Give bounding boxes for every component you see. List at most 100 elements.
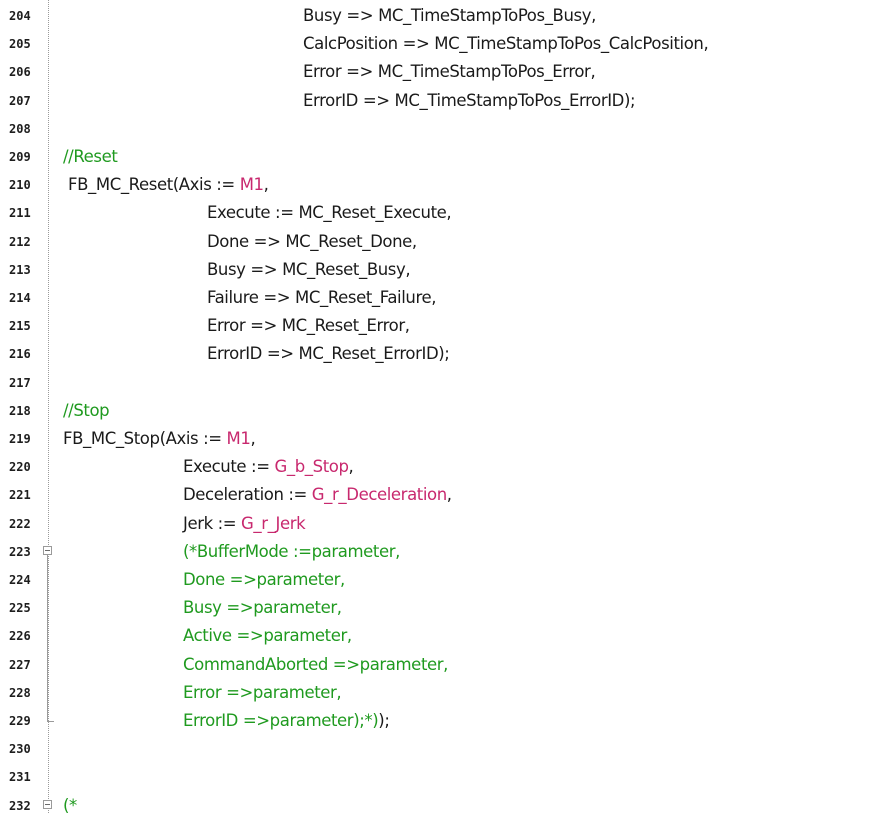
code-token: Failure => MC_Reset_Failure, (207, 288, 437, 307)
line-number: 210 (9, 178, 31, 193)
code-text[interactable]: Error => MC_Reset_Error, (207, 312, 410, 340)
code-text[interactable]: FB_MC_Reset(Axis := M1, (68, 171, 269, 199)
code-text[interactable]: ErrorID => MC_Reset_ErrorID); (207, 340, 450, 368)
line-number: 214 (9, 291, 31, 305)
comment-token: Error =>parameter, (183, 682, 342, 702)
code-text[interactable]: CommandAborted =>parameter, (183, 651, 448, 679)
line-number: 204 (9, 9, 31, 23)
code-text[interactable]: Jerk := G_r_Jerk (183, 510, 306, 538)
code-line[interactable]: 215 Error => MC_Reset_Error, (0, 312, 890, 340)
gutter-divider (48, 0, 49, 813)
fold-collapse-icon[interactable] (43, 799, 52, 809)
code-token: ErrorID => MC_Reset_ErrorID); (207, 344, 450, 364)
code-line[interactable]: 220 Execute := G_b_Stop, (0, 453, 890, 481)
code-line[interactable]: 229 ErrorID =>parameter);*)); (0, 707, 890, 735)
code-line[interactable]: 228 Error =>parameter, (0, 678, 890, 708)
code-text[interactable]: FB_MC_Stop(Axis := M1, (63, 425, 256, 453)
code-line[interactable]: 205 CalcPosition => MC_TimeStampToPos_Cal… (0, 30, 890, 58)
code-text[interactable]: Busy => MC_Reset_Busy, (207, 256, 411, 284)
line-number: 228 (9, 685, 31, 700)
fold-guide-line (47, 650, 48, 680)
code-line[interactable]: 230 (0, 735, 890, 763)
code-line[interactable]: 227 CommandAborted =>parameter, (0, 650, 890, 680)
code-line[interactable]: 219 FB_MC_Stop(Axis := M1, (0, 425, 890, 453)
code-text[interactable]: Execute := MC_Reset_Execute, (207, 199, 452, 227)
code-token: Execute := (183, 457, 275, 477)
line-number: 231 (9, 770, 31, 785)
code-text[interactable]: Deceleration := G_r_Deceleration, (183, 481, 452, 509)
code-line[interactable]: 231 (0, 763, 890, 791)
code-text[interactable]: CalcPosition => MC_TimeStampToPos_CalcPo… (303, 30, 709, 58)
code-token: FB_MC_Reset(Axis := (68, 175, 240, 195)
line-number: 208 (9, 121, 31, 136)
code-text[interactable]: Active =>parameter, (183, 622, 352, 650)
code-line[interactable]: 223 (*BufferMode :=parameter, (0, 538, 890, 567)
code-text[interactable]: (*BufferMode :=parameter, (183, 538, 400, 566)
code-line[interactable]: 218 //Stop (0, 397, 890, 425)
variable-token: G_r_Deceleration (311, 485, 447, 505)
variable-token: M1 (239, 175, 264, 195)
code-text[interactable]: ErrorID => MC_TimeStampToPos_ErrorID); (303, 87, 636, 115)
code-text[interactable]: //Stop (63, 397, 110, 425)
code-line[interactable]: 222 Jerk := G_r_Jerk (0, 510, 890, 538)
comment-token: CommandAborted =>parameter, (183, 654, 448, 674)
comment-token: (*BufferMode :=parameter, (183, 541, 400, 561)
code-line[interactable]: 217 (0, 369, 890, 397)
line-number: 223 (9, 544, 31, 559)
code-text[interactable]: Busy => MC_TimeStampToPos_Busy, (303, 2, 596, 30)
line-number: 227 (9, 657, 31, 672)
code-text[interactable]: Done => MC_Reset_Done, (207, 228, 417, 256)
code-token: , (348, 457, 354, 477)
code-line[interactable]: 211 Execute := MC_Reset_Execute, (0, 199, 890, 227)
code-token: Busy => MC_TimeStampToPos_Busy, (303, 6, 596, 25)
code-line[interactable]: 224 Done =>parameter, (0, 566, 890, 595)
fold-collapse-icon[interactable] (43, 545, 52, 555)
code-text[interactable]: Failure => MC_Reset_Failure, (207, 284, 437, 312)
line-number: 220 (9, 460, 31, 475)
code-text[interactable]: Execute := G_b_Stop, (183, 453, 354, 481)
fold-guide-line (47, 566, 48, 595)
code-text[interactable]: Error =>parameter, (183, 679, 342, 707)
line-number: 219 (9, 432, 31, 446)
code-line[interactable]: 214 Failure => MC_Reset_Failure, (0, 284, 890, 312)
line-number: 215 (9, 319, 31, 334)
line-number: 218 (9, 403, 31, 418)
code-text[interactable]: Done =>parameter, (183, 566, 345, 594)
fold-end-marker (47, 707, 54, 722)
line-number: 211 (9, 206, 31, 221)
line-number: 209 (9, 150, 31, 164)
comment-token: //Stop (63, 400, 110, 420)
line-number: 222 (9, 516, 31, 531)
code-line[interactable]: 232(* (0, 792, 890, 813)
code-text[interactable]: (* (63, 792, 77, 813)
fold-guide-line (47, 622, 48, 652)
line-number: 205 (9, 37, 31, 52)
code-line[interactable]: 204 Busy => MC_TimeStampToPos_Busy, (0, 2, 890, 30)
code-line[interactable]: 209 //Reset (0, 143, 890, 171)
comment-token: Done =>parameter, (183, 570, 345, 589)
code-token: , (250, 429, 256, 448)
code-text[interactable]: ErrorID =>parameter);*)); (183, 707, 390, 735)
code-token: CalcPosition => MC_TimeStampToPos_CalcPo… (303, 34, 709, 54)
comment-token: Busy =>parameter, (183, 598, 342, 618)
comment-token: //Reset (63, 147, 118, 166)
line-number: 229 (9, 714, 31, 728)
code-text[interactable]: //Reset (63, 143, 118, 171)
code-line[interactable]: 208 (0, 115, 890, 143)
variable-token: G_b_Stop (274, 457, 349, 477)
code-text[interactable]: Error => MC_TimeStampToPos_Error, (303, 58, 596, 86)
code-line[interactable]: 210 FB_MC_Reset(Axis := M1, (0, 171, 890, 199)
code-token: ); (378, 711, 390, 730)
code-token: Execute := MC_Reset_Execute, (207, 203, 452, 223)
line-number: 224 (9, 573, 31, 587)
code-text[interactable]: Busy =>parameter, (183, 594, 342, 622)
